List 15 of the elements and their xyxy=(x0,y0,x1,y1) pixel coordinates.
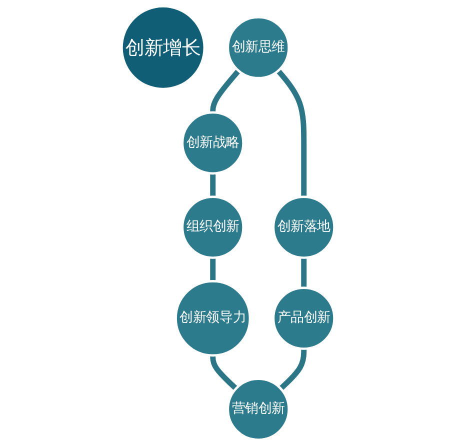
node-circle: 创新思维 xyxy=(226,16,290,80)
connector xyxy=(210,69,241,114)
node-circle: 创新增长 xyxy=(120,5,206,90)
node-circle: 创新落地 xyxy=(272,196,336,259)
node-circle: 产品创新 xyxy=(272,286,336,350)
connector xyxy=(210,256,216,282)
node-circle: 创新战略 xyxy=(181,111,244,175)
connector xyxy=(301,256,307,288)
connector xyxy=(276,69,307,198)
node-circle: 营销创新 xyxy=(226,378,290,441)
node-circle: 创新领导力 xyxy=(174,280,252,357)
connector xyxy=(210,354,238,391)
node-circle: 组织创新 xyxy=(181,196,244,259)
connector xyxy=(278,348,307,391)
connector xyxy=(210,172,216,198)
